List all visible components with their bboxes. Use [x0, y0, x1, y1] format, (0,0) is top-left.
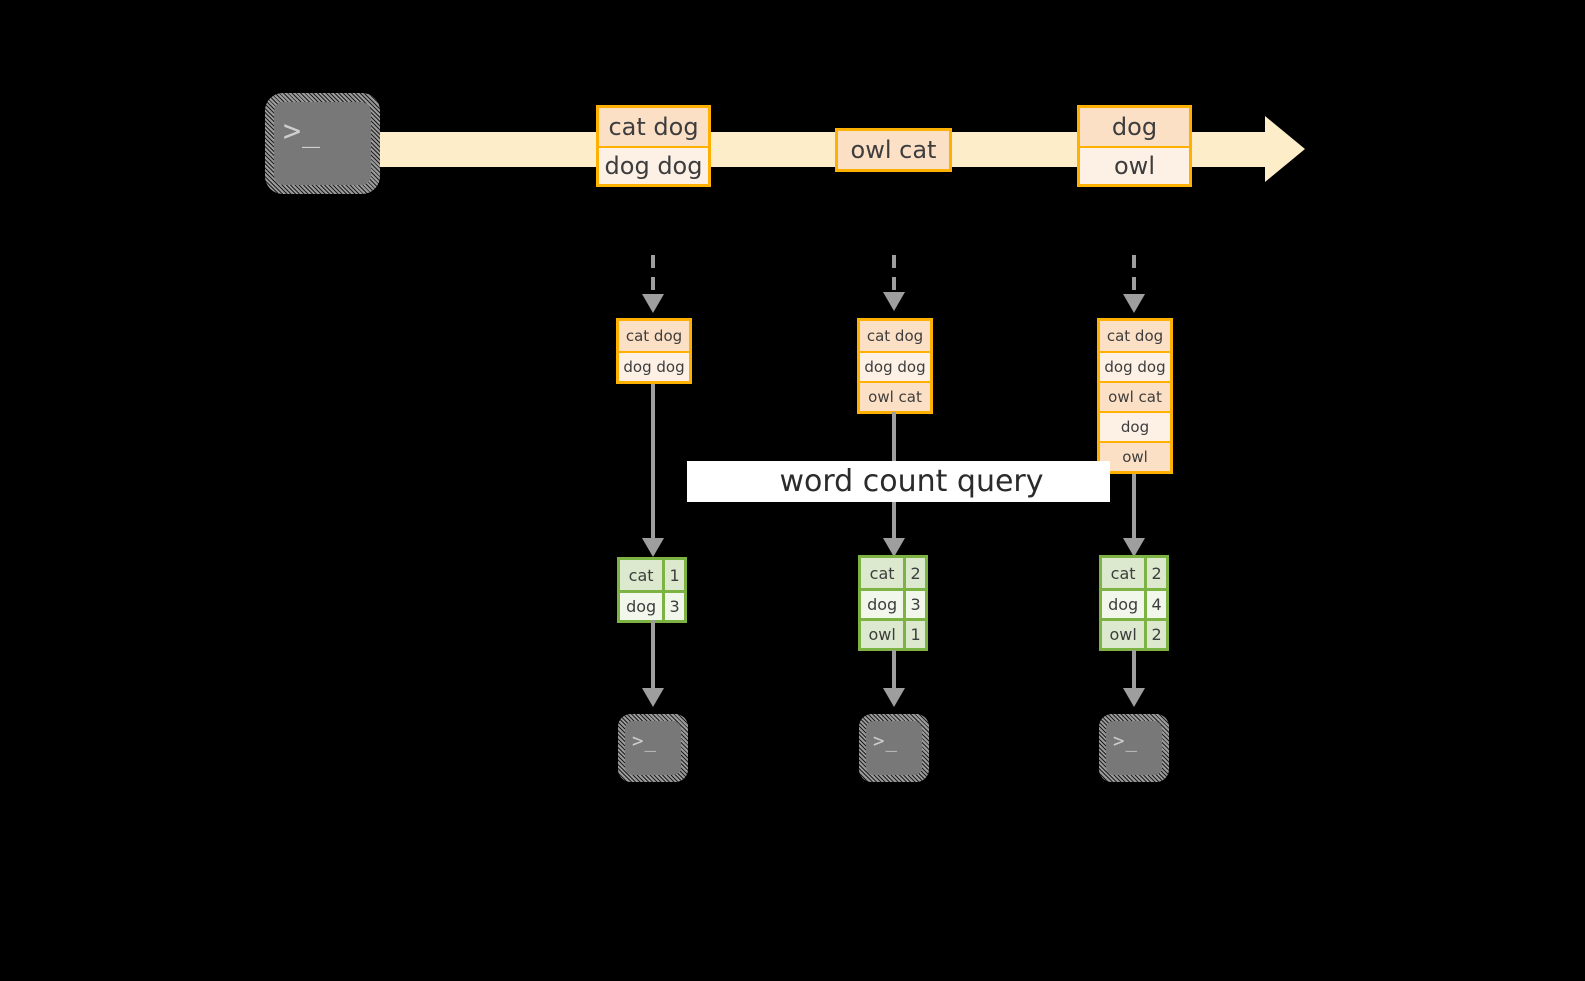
- output-connector-3-arrowhead: [1123, 688, 1145, 707]
- consumer-terminal-1[interactable]: >_: [618, 714, 688, 782]
- query-connector-1-arrowhead: [642, 538, 664, 557]
- result-count: 2: [1144, 621, 1166, 648]
- query-connector-1: [651, 384, 655, 541]
- result-count: 2: [903, 558, 925, 588]
- snapshot-line: dog: [1100, 411, 1170, 441]
- result-word: owl: [1102, 621, 1145, 648]
- snapshot-1-connector-arrowhead: [642, 294, 664, 313]
- snapshot-3-connector-arrowhead: [1123, 294, 1145, 313]
- query-connector-2-arrowhead: [883, 538, 905, 557]
- snapshot-1-dashed-connector: [651, 255, 655, 298]
- consumer-terminal-3[interactable]: >_: [1099, 714, 1169, 782]
- snapshot-line: dog dog: [860, 351, 930, 381]
- result-row: dog 3: [620, 590, 684, 620]
- result-row: owl 2: [1102, 618, 1166, 648]
- output-connector-1: [651, 620, 655, 690]
- result-count: 1: [662, 560, 684, 590]
- snapshot-line: dog dog: [619, 351, 689, 381]
- snapshot-line: owl cat: [1100, 381, 1170, 411]
- snapshot-table-3[interactable]: cat dog dog dog owl cat dog owl: [1097, 318, 1173, 474]
- terminal-body: [625, 721, 681, 775]
- output-connector-2: [892, 650, 896, 690]
- result-word: cat: [861, 558, 904, 588]
- query-connector-3: [1132, 474, 1136, 541]
- output-connector-1-arrowhead: [642, 688, 664, 707]
- terminal-prompt-icon: >_: [283, 114, 322, 149]
- terminal-body: [1106, 721, 1162, 775]
- result-count: 2: [1144, 558, 1166, 588]
- result-word: dog: [620, 593, 663, 620]
- snapshot-line: cat dog: [860, 321, 930, 351]
- stream-event-batch-3[interactable]: dog owl: [1077, 105, 1192, 187]
- result-row: cat 2: [1102, 558, 1166, 588]
- output-connector-3: [1132, 650, 1136, 690]
- result-row: dog 4: [1102, 588, 1166, 618]
- snapshot-2-connector-arrowhead: [883, 292, 905, 311]
- result-count: 1: [903, 621, 925, 648]
- result-row: owl 1: [861, 618, 925, 648]
- result-word: dog: [861, 591, 904, 618]
- result-row: cat 2: [861, 558, 925, 588]
- result-word: dog: [1102, 591, 1145, 618]
- query-label-text: word count query: [779, 464, 1044, 499]
- result-row: cat 1: [620, 560, 684, 590]
- stream-arrow-head: [1265, 116, 1305, 182]
- stream-event-line: cat dog: [599, 108, 708, 146]
- result-word: cat: [1102, 558, 1145, 588]
- snapshot-line: dog dog: [1100, 351, 1170, 381]
- producer-terminal[interactable]: >_: [265, 93, 380, 194]
- result-table-3[interactable]: cat 2 dog 4 owl 2: [1099, 555, 1169, 651]
- terminal-prompt-icon: >_: [873, 730, 898, 752]
- stream-event-line: owl cat: [838, 131, 949, 169]
- snapshot-line: owl cat: [860, 381, 930, 411]
- snapshot-table-1[interactable]: cat dog dog dog: [616, 318, 692, 384]
- snapshot-line: cat dog: [619, 321, 689, 351]
- snapshot-line: cat dog: [1100, 321, 1170, 351]
- query-label-band: word count query: [687, 461, 1110, 502]
- stream-event-batch-1[interactable]: cat dog dog dog: [596, 105, 711, 187]
- stream-event-line: dog dog: [599, 146, 708, 184]
- query-connector-3-arrowhead: [1123, 538, 1145, 557]
- result-count: 4: [1144, 591, 1166, 618]
- result-table-2[interactable]: cat 2 dog 3 owl 1: [858, 555, 928, 651]
- output-connector-2-arrowhead: [883, 688, 905, 707]
- terminal-prompt-icon: >_: [1113, 730, 1138, 752]
- snapshot-table-2[interactable]: cat dog dog dog owl cat: [857, 318, 933, 414]
- terminal-prompt-icon: >_: [632, 730, 657, 752]
- result-count: 3: [662, 593, 684, 620]
- snapshot-line: owl: [1100, 441, 1170, 471]
- result-word: cat: [620, 560, 663, 590]
- result-word: owl: [861, 621, 904, 648]
- snapshot-2-dashed-connector: [892, 255, 896, 296]
- stream-event-batch-2[interactable]: owl cat: [835, 128, 952, 172]
- consumer-terminal-2[interactable]: >_: [859, 714, 929, 782]
- stream-event-line: owl: [1080, 146, 1189, 184]
- result-row: dog 3: [861, 588, 925, 618]
- stream-event-line: dog: [1080, 108, 1189, 146]
- result-table-1[interactable]: cat 1 dog 3: [617, 557, 687, 623]
- terminal-body: [274, 102, 371, 185]
- terminal-body: [866, 721, 922, 775]
- result-count: 3: [903, 591, 925, 618]
- snapshot-3-dashed-connector: [1132, 255, 1136, 298]
